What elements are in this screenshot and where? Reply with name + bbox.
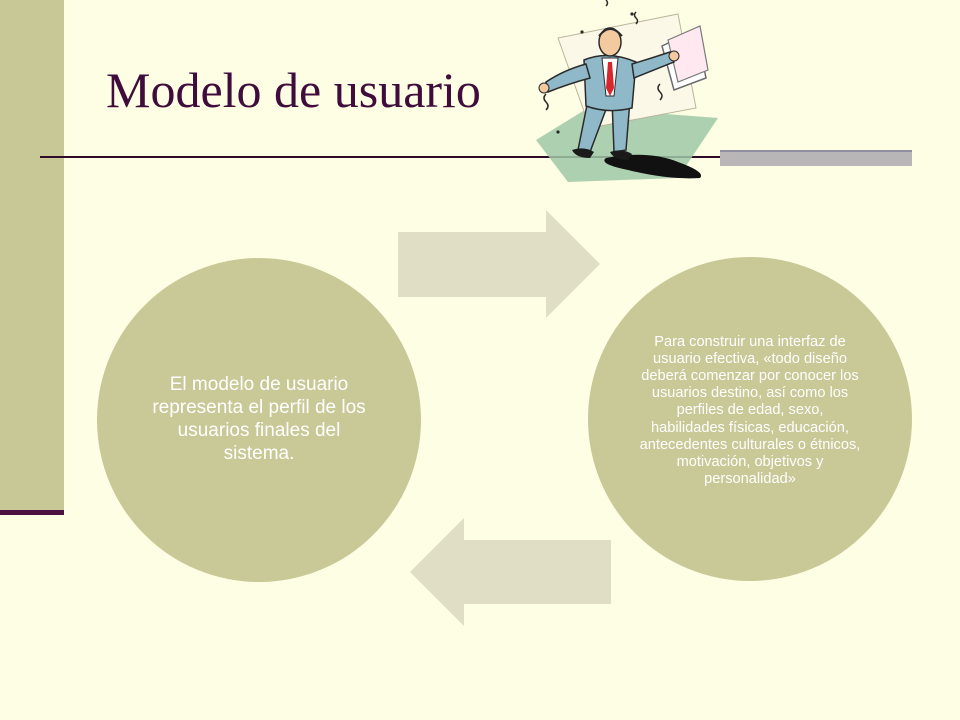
interface-design-circle: Para construir una interfaz de usuario e… <box>588 257 912 581</box>
left-accent-line <box>0 510 64 515</box>
interface-design-quote-text: Para construir una interfaz de usuario e… <box>639 334 861 487</box>
title-underline <box>40 156 912 158</box>
left-accent-band <box>0 0 64 512</box>
user-model-circle: El modelo de usuario representa el perfi… <box>97 258 421 582</box>
left-arrow <box>410 518 611 626</box>
user-model-definition-text: El modelo de usuario representa el perfi… <box>152 374 366 464</box>
title-underline-accent <box>720 150 912 166</box>
right-arrow <box>398 210 600 318</box>
slide-title: Modelo de usuario <box>106 62 481 118</box>
stressed-businessman-with-papers-icon <box>536 0 718 182</box>
